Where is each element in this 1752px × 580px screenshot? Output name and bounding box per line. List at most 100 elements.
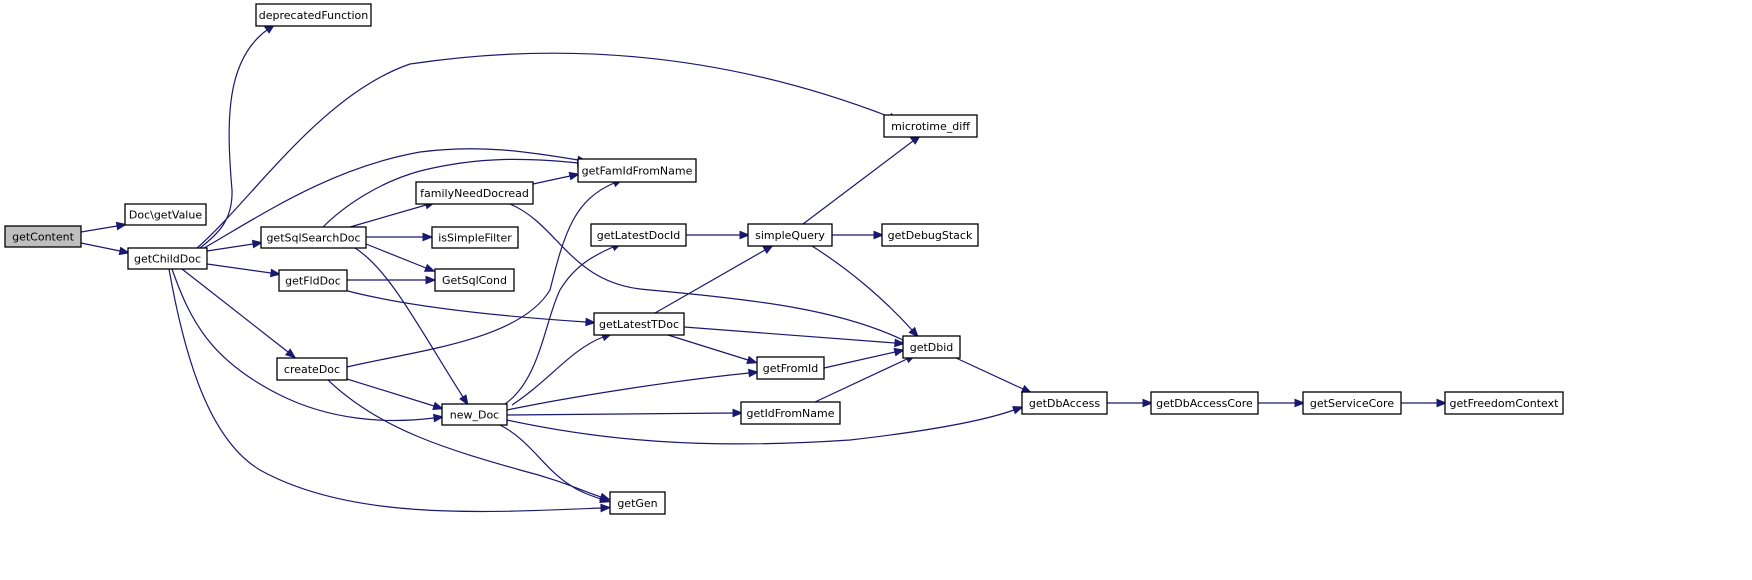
edge-getDbid-to-getDbAccess: [955, 357, 1033, 394]
arrowhead-icon: [433, 413, 445, 423]
node-getLatestDocId[interactable]: getLatestDocId: [590, 223, 687, 247]
edge-getSqlSearchDoc-to-new_Doc: [354, 247, 469, 406]
node-getIdFromName[interactable]: getIdFromName: [740, 401, 841, 425]
edge-getChildDoc-to-getSqlSearchDoc: [206, 239, 264, 252]
edge-line: [955, 357, 1024, 390]
node-box: [593, 312, 685, 336]
node-box: [276, 357, 348, 381]
edge-getChildDoc-to-microtime_diff: [196, 52, 900, 249]
node-getLatestTDoc[interactable]: getLatestTDoc: [593, 312, 685, 336]
node-getFreedomContext[interactable]: getFreedomContext: [1444, 391, 1564, 415]
node-DocGetValue[interactable]: Doc\getValue: [124, 203, 207, 226]
node-createDoc[interactable]: createDoc: [276, 357, 348, 381]
arrowhead-icon: [251, 239, 264, 249]
arrowhead-icon: [746, 355, 758, 364]
node-box: [4, 225, 82, 248]
edge-line: [346, 182, 615, 368]
edge-line: [80, 242, 121, 252]
edge-line: [203, 148, 579, 249]
node-microtime_diff[interactable]: microtime_diff: [883, 114, 978, 138]
node-label: new_Doc: [450, 409, 499, 422]
node-simpleQuery[interactable]: simpleQuery: [747, 223, 833, 247]
node-GetSqlCond[interactable]: GetSqlCond: [434, 268, 515, 292]
node-getFromId[interactable]: getFromId: [756, 356, 825, 380]
node-box: [1021, 391, 1108, 415]
node-getChildDoc[interactable]: getChildDoc: [127, 247, 208, 270]
edge-line: [823, 351, 896, 369]
arrowhead-icon: [599, 494, 611, 503]
edge-line: [814, 358, 908, 403]
edge-getChildDoc-to-createDoc: [181, 268, 297, 359]
edge-new_Doc-to-getDbAccess: [506, 406, 1024, 445]
node-box: [881, 223, 979, 247]
edge-getChildDoc-to-new_Doc: [171, 268, 445, 423]
edge-line: [506, 412, 734, 416]
arrowhead-icon: [873, 230, 885, 240]
node-label: getFldDoc: [285, 275, 341, 288]
node-label: getDebugStack: [888, 229, 973, 242]
edge-line: [667, 334, 749, 361]
edge-line: [654, 249, 766, 314]
edge-line: [532, 175, 571, 185]
edge-line: [168, 268, 602, 513]
node-getFldDoc[interactable]: getFldDoc: [278, 269, 348, 292]
arrowhead-icon: [115, 221, 128, 231]
node-label: getFreedomContext: [1450, 397, 1560, 410]
arrowhead-icon: [269, 268, 282, 278]
edge-line: [80, 225, 118, 233]
node-box: [740, 401, 841, 425]
node-getDbAccess[interactable]: getDbAccess: [1021, 391, 1108, 415]
node-isSimpleFilter[interactable]: isSimpleFilter: [431, 226, 519, 249]
node-box: [255, 3, 372, 27]
node-getDebugStack[interactable]: getDebugStack: [881, 223, 979, 247]
edge-getChildDoc-to-getFldDoc: [206, 263, 282, 278]
node-getDbAccessCore[interactable]: getDbAccessCore: [1150, 391, 1259, 415]
node-label: getDbAccessCore: [1156, 397, 1253, 410]
node-getGen[interactable]: getGen: [609, 491, 666, 515]
node-label: familyNeedDocread: [420, 187, 529, 200]
arrowhead-icon: [1142, 398, 1154, 408]
edge-getSqlSearchDoc-to-GetSqlCond: [365, 243, 436, 272]
node-label: isSimpleFilter: [438, 232, 512, 245]
edge-simpleQuery-to-getDbid: [811, 245, 919, 338]
node-familyNeedDocread[interactable]: familyNeedDocread: [415, 181, 534, 205]
arrowhead-icon: [118, 246, 131, 256]
node-label: deprecatedFunction: [259, 9, 368, 22]
node-getFamIdFromName[interactable]: getFamIdFromName: [577, 158, 697, 183]
node-label: getGen: [617, 497, 657, 510]
node-getServiceCore[interactable]: getServiceCore: [1302, 391, 1402, 415]
node-new_Doc[interactable]: new_Doc: [441, 403, 508, 426]
node-box: [609, 491, 666, 515]
arrowhead-icon: [894, 338, 906, 348]
node-getDbid[interactable]: getDbid: [902, 335, 961, 359]
edge-line: [499, 424, 602, 500]
arrowhead-icon: [748, 368, 760, 378]
node-box: [577, 158, 697, 183]
edge-line: [196, 52, 891, 249]
edge-line: [322, 158, 579, 228]
node-deprecatedFunction[interactable]: deprecatedFunction: [255, 3, 372, 27]
node-box: [590, 223, 687, 247]
arrowhead-icon: [1436, 398, 1448, 408]
node-box: [441, 403, 508, 426]
node-label: GetSqlCond: [442, 274, 507, 287]
edge-line: [811, 245, 913, 331]
node-box: [127, 247, 208, 270]
node-label: Doc\getValue: [129, 209, 202, 222]
edge-line: [506, 409, 1015, 445]
edge-line: [504, 246, 614, 405]
edge-line: [171, 268, 435, 422]
edge-getChildDoc-to-deprecatedFunction: [199, 23, 276, 249]
edge-getSqlSearchDoc-to-isSimpleFilter: [366, 232, 434, 242]
node-label: getLatestDocId: [597, 229, 681, 242]
node-box: [1302, 391, 1402, 415]
edge-createDoc-to-new_Doc: [346, 378, 444, 410]
node-getContent[interactable]: getContent: [4, 225, 82, 248]
edge-line: [199, 29, 268, 249]
node-label: getLatestTDoc: [599, 318, 679, 331]
arrowhead-icon: [893, 347, 906, 357]
arrowhead-icon: [423, 263, 436, 272]
node-label: getSqlSearchDoc: [266, 232, 360, 245]
node-getSqlSearchDoc[interactable]: getSqlSearchDoc: [260, 226, 367, 249]
node-box: [434, 268, 515, 292]
